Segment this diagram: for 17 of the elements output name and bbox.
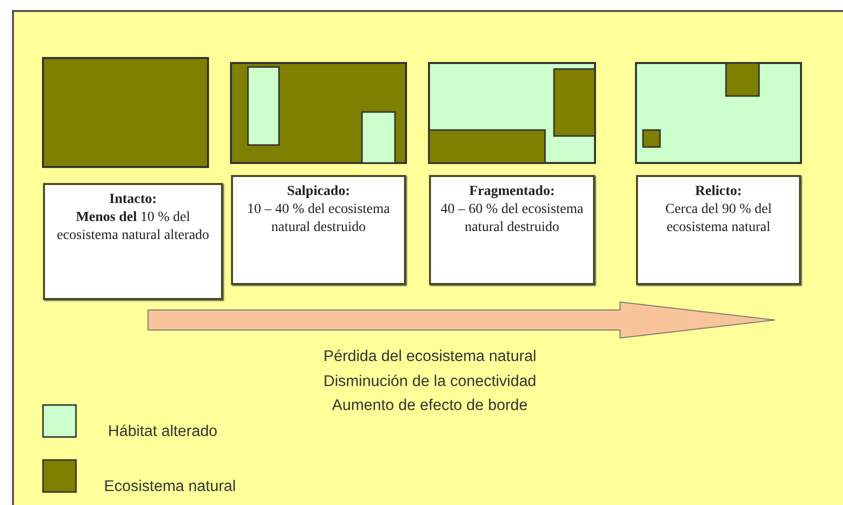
box-heading: Intacto: (108, 191, 158, 209)
box-heading: Relicto: (694, 183, 743, 201)
description-box (636, 175, 801, 285)
legend-text: Hábitat alterado (108, 423, 218, 441)
box-text: 40 – 60 % del ecosistema natural destruido (440, 201, 584, 237)
box-text: 10 – 40 % del ecosistema natural destruido (246, 201, 391, 237)
description-box (43, 183, 223, 300)
trend-text: Pérdida del ecosistema natural (324, 348, 536, 366)
description-box (429, 175, 595, 285)
legend-text: Ecosistema natural (104, 478, 236, 496)
trend-text: Disminución de la conectividad (324, 372, 536, 390)
box-heading: Fragmentado: (468, 183, 556, 201)
box-text: Menos del 10 % del ecosistema natural alterado (56, 209, 210, 245)
description-box (231, 175, 406, 285)
trend-text: Aumento de efecto de borde (332, 397, 528, 415)
box-heading: Salpicado: (286, 183, 351, 201)
box-text: Cerca del 90 % del ecosistema natural (664, 201, 773, 237)
